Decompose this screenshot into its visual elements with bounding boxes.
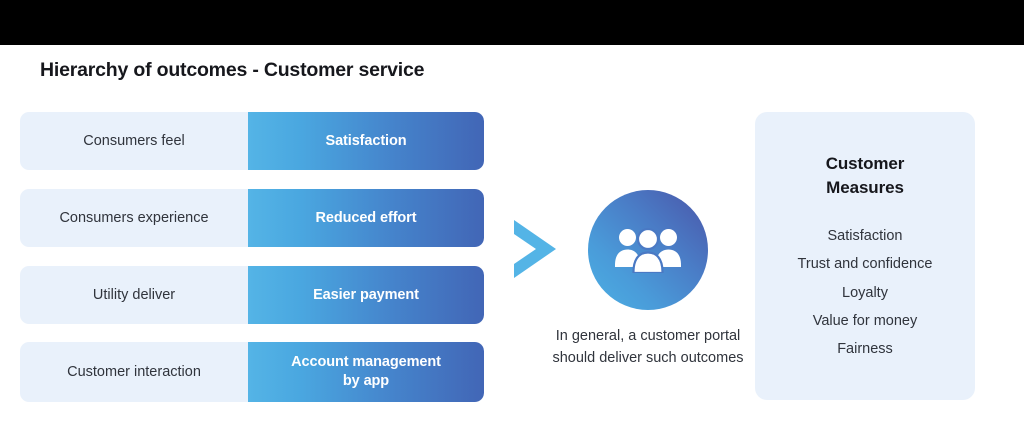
page-title: Hierarchy of outcomes - Customer service bbox=[40, 59, 425, 81]
letterbox-top-bar bbox=[0, 0, 1024, 45]
hierarchy-row-label: Consumers experience bbox=[59, 209, 209, 226]
hierarchy-row-label: Utility deliver bbox=[92, 286, 176, 303]
chevron-right-icon bbox=[510, 218, 562, 280]
hierarchy-row-label: Customer interaction bbox=[67, 363, 201, 380]
list-item: Trust and confidence bbox=[797, 256, 933, 273]
hierarchy-row[interactable]: Consumers experience Reduced effort bbox=[20, 189, 484, 247]
list-item: Fairness bbox=[837, 341, 893, 358]
list-item: Value for money bbox=[812, 312, 918, 329]
hierarchy-outcomes-list: Consumers feel Satisfaction Consumers ex… bbox=[20, 112, 484, 402]
hierarchy-row-label: Consumers feel bbox=[83, 132, 185, 149]
list-item: Loyalty bbox=[842, 284, 888, 301]
hierarchy-row[interactable]: Utility deliver Easier payment bbox=[20, 266, 484, 324]
hierarchy-row[interactable]: Consumers feel Satisfaction bbox=[20, 112, 484, 170]
list-item: Satisfaction bbox=[827, 228, 903, 244]
customer-measures-list: Satisfaction Trust and confidence Loyalt… bbox=[755, 222, 975, 363]
hierarchy-row-value: Satisfaction bbox=[248, 112, 484, 170]
hierarchy-row-value: Reduced effort bbox=[248, 189, 484, 247]
hierarchy-row-value: Easier payment bbox=[248, 266, 484, 324]
flow-caption: In general, a customer portal should del… bbox=[552, 328, 744, 367]
people-group-icon bbox=[588, 190, 708, 310]
